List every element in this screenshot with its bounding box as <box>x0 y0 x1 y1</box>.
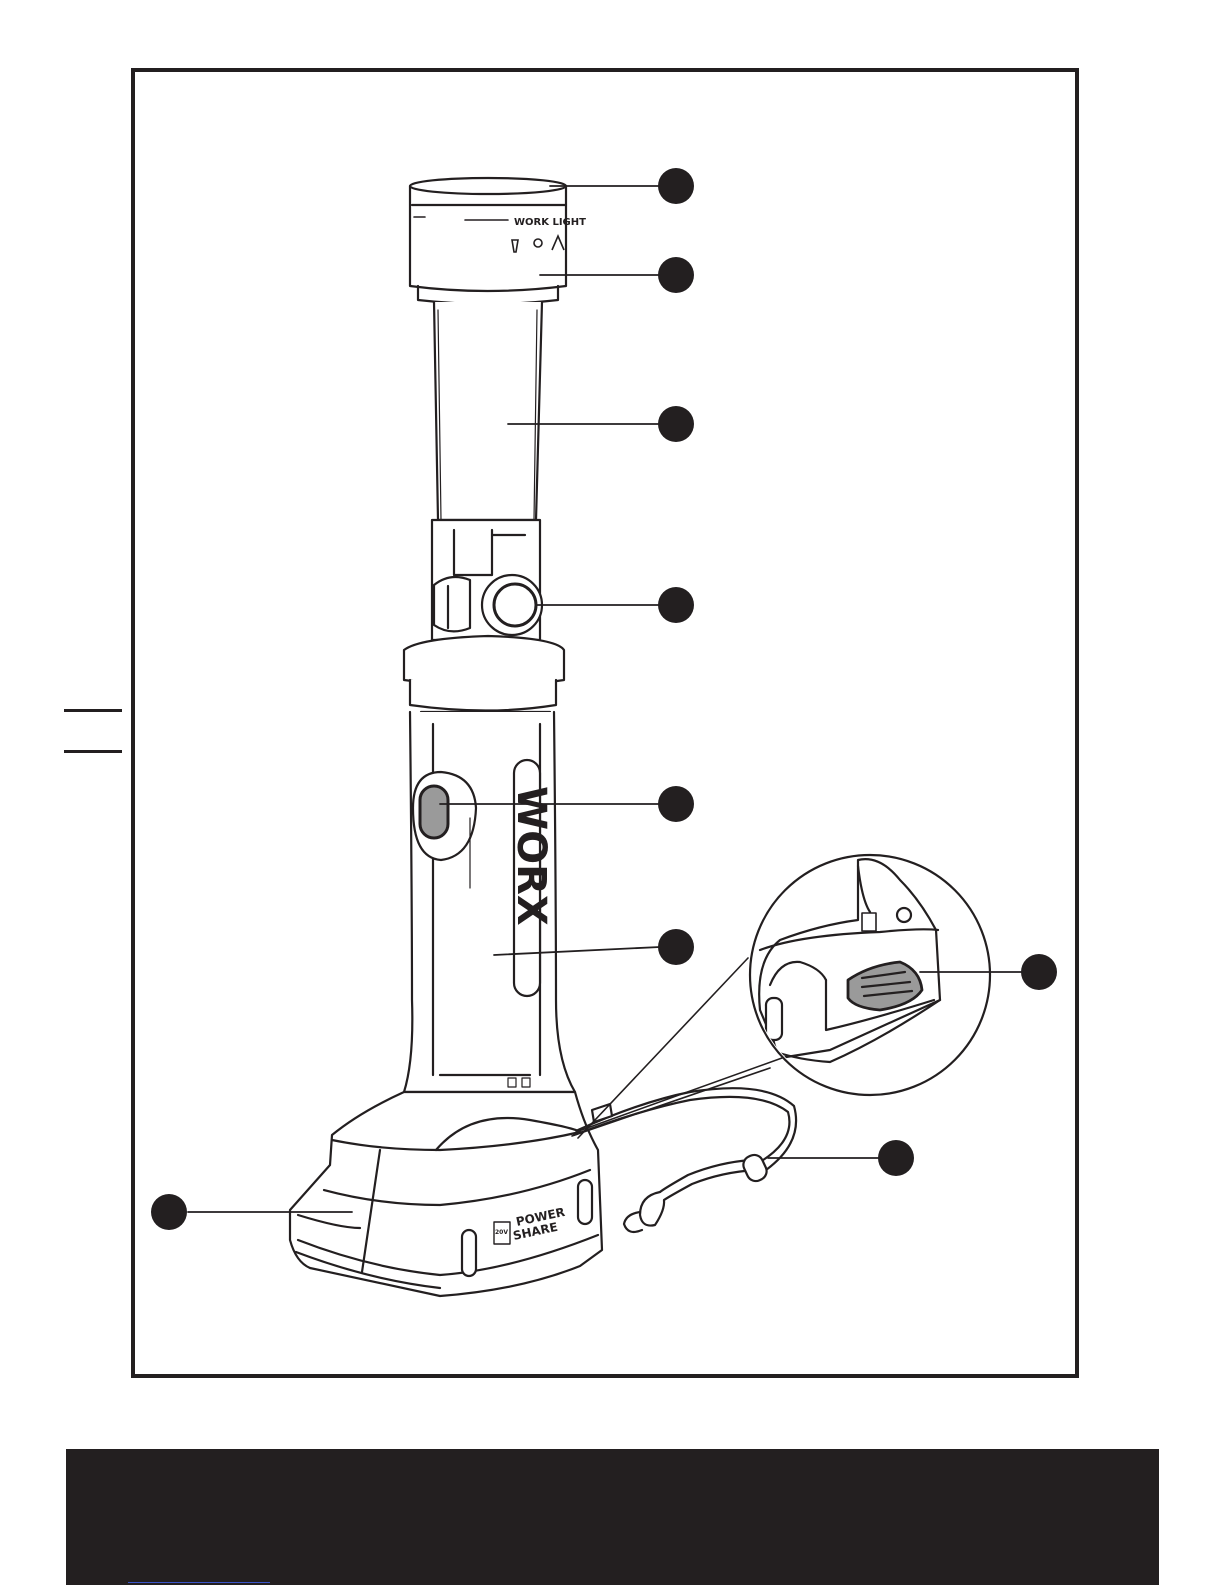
link-underline <box>128 1582 270 1583</box>
collar <box>404 636 564 712</box>
battery-pack <box>290 1092 602 1296</box>
callout-marker-3 <box>658 406 694 442</box>
pivot-section <box>432 520 542 640</box>
callout-marker-8 <box>878 1140 914 1176</box>
callout-marker-4 <box>658 587 694 623</box>
telescopic-shaft <box>434 302 542 520</box>
callout-marker-6 <box>658 929 694 965</box>
footer-band <box>66 1449 1159 1585</box>
callout-marker-2 <box>658 257 694 293</box>
lanyard <box>574 1088 796 1232</box>
callout-marker-1 <box>658 168 694 204</box>
head-label: WORK LIGHT <box>514 217 586 228</box>
callout-marker-7 <box>1021 954 1057 990</box>
callout-marker-9 <box>151 1194 187 1230</box>
zoom-inset <box>750 855 990 1095</box>
brand-logo: WORX <box>508 786 554 926</box>
light-head <box>410 178 566 304</box>
callout-marker-5 <box>658 786 694 822</box>
battery-badge: 20V <box>495 1229 508 1236</box>
